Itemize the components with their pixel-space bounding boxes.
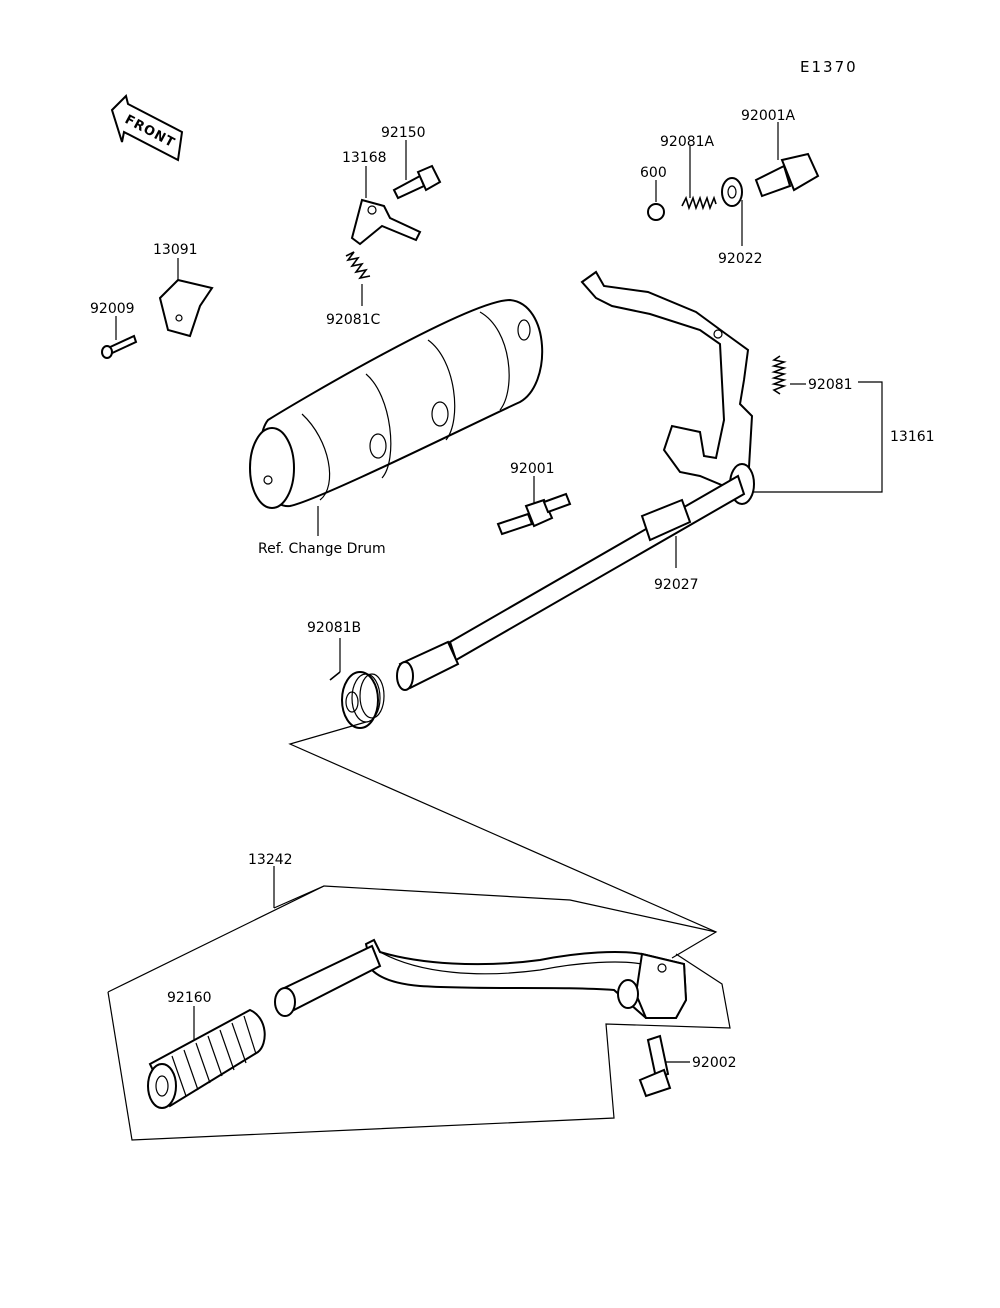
spring-92081A <box>681 195 717 211</box>
pedal-lever-13242 <box>274 938 688 1019</box>
rubber-92160 <box>147 1008 266 1109</box>
bolt-92002 <box>638 1034 672 1098</box>
part-label-92160: 92160 <box>167 990 212 1006</box>
arm-13168 <box>350 198 422 246</box>
part-label-92002: 92002 <box>692 1055 737 1071</box>
screw-92009 <box>101 334 138 359</box>
part-label-92027: 92027 <box>654 577 699 593</box>
ball-600 <box>647 203 665 221</box>
washer-92022 <box>721 177 743 207</box>
part-label-600: 600 <box>640 165 667 181</box>
bracket-13091 <box>158 278 214 338</box>
change-drum <box>249 298 544 509</box>
bolt-92001 <box>496 492 572 536</box>
part-label-92081: 92081 <box>808 377 853 393</box>
spring-92081C <box>345 251 371 280</box>
shift-shaft-13161 <box>396 270 755 691</box>
part-label-92001: 92001 <box>510 461 555 477</box>
spring-92081 <box>771 355 787 395</box>
bolt-92150 <box>392 164 442 200</box>
part-label-13091: 13091 <box>153 242 198 258</box>
part-label-92001A: 92001A <box>741 108 796 124</box>
part-label-92009: 92009 <box>90 301 135 317</box>
diagram-code: E1370 <box>800 58 858 76</box>
part-label-13168: 13168 <box>342 150 387 166</box>
part-label-92081C: 92081C <box>326 312 381 328</box>
part-label-92081A: 92081A <box>660 134 715 150</box>
part-label-92022: 92022 <box>718 251 763 267</box>
plug-92001A <box>754 152 820 198</box>
front-arrow-icon: FRONT <box>110 94 184 162</box>
part-label-92081B: 92081B <box>307 620 361 636</box>
part-label-92150: 92150 <box>381 125 426 141</box>
spring-92081B <box>329 671 385 729</box>
part-label-13161: 13161 <box>890 429 935 445</box>
reference-label: Ref. Change Drum <box>258 541 386 557</box>
part-label-13242: 13242 <box>248 852 293 868</box>
